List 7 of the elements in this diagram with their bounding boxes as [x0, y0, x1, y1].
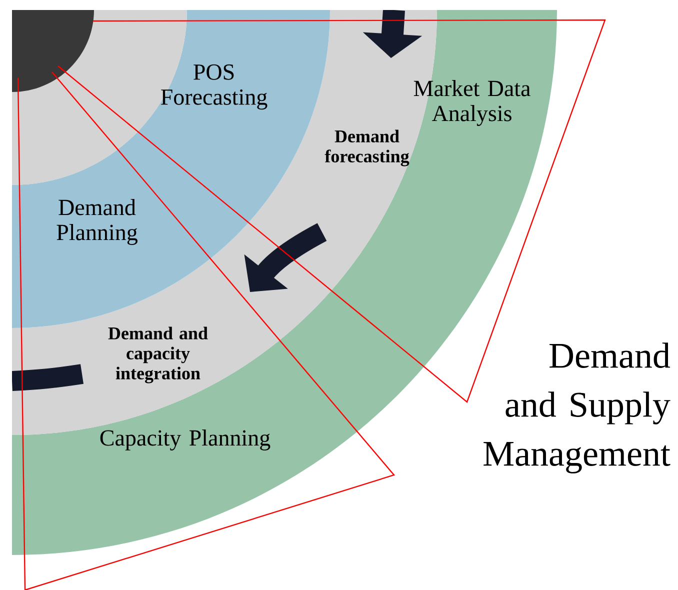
band-label: Capacity Planning: [100, 430, 270, 450]
band-label: Demand and capacity integration: [108, 326, 208, 384]
band-label: POS Forecasting: [161, 64, 268, 110]
band-label: Demand Planning: [56, 199, 138, 245]
band-label: Demand forecasting: [324, 130, 410, 166]
title: Demand and Supply Management: [484, 342, 670, 474]
band-label: Market Data Analysis: [414, 80, 530, 126]
